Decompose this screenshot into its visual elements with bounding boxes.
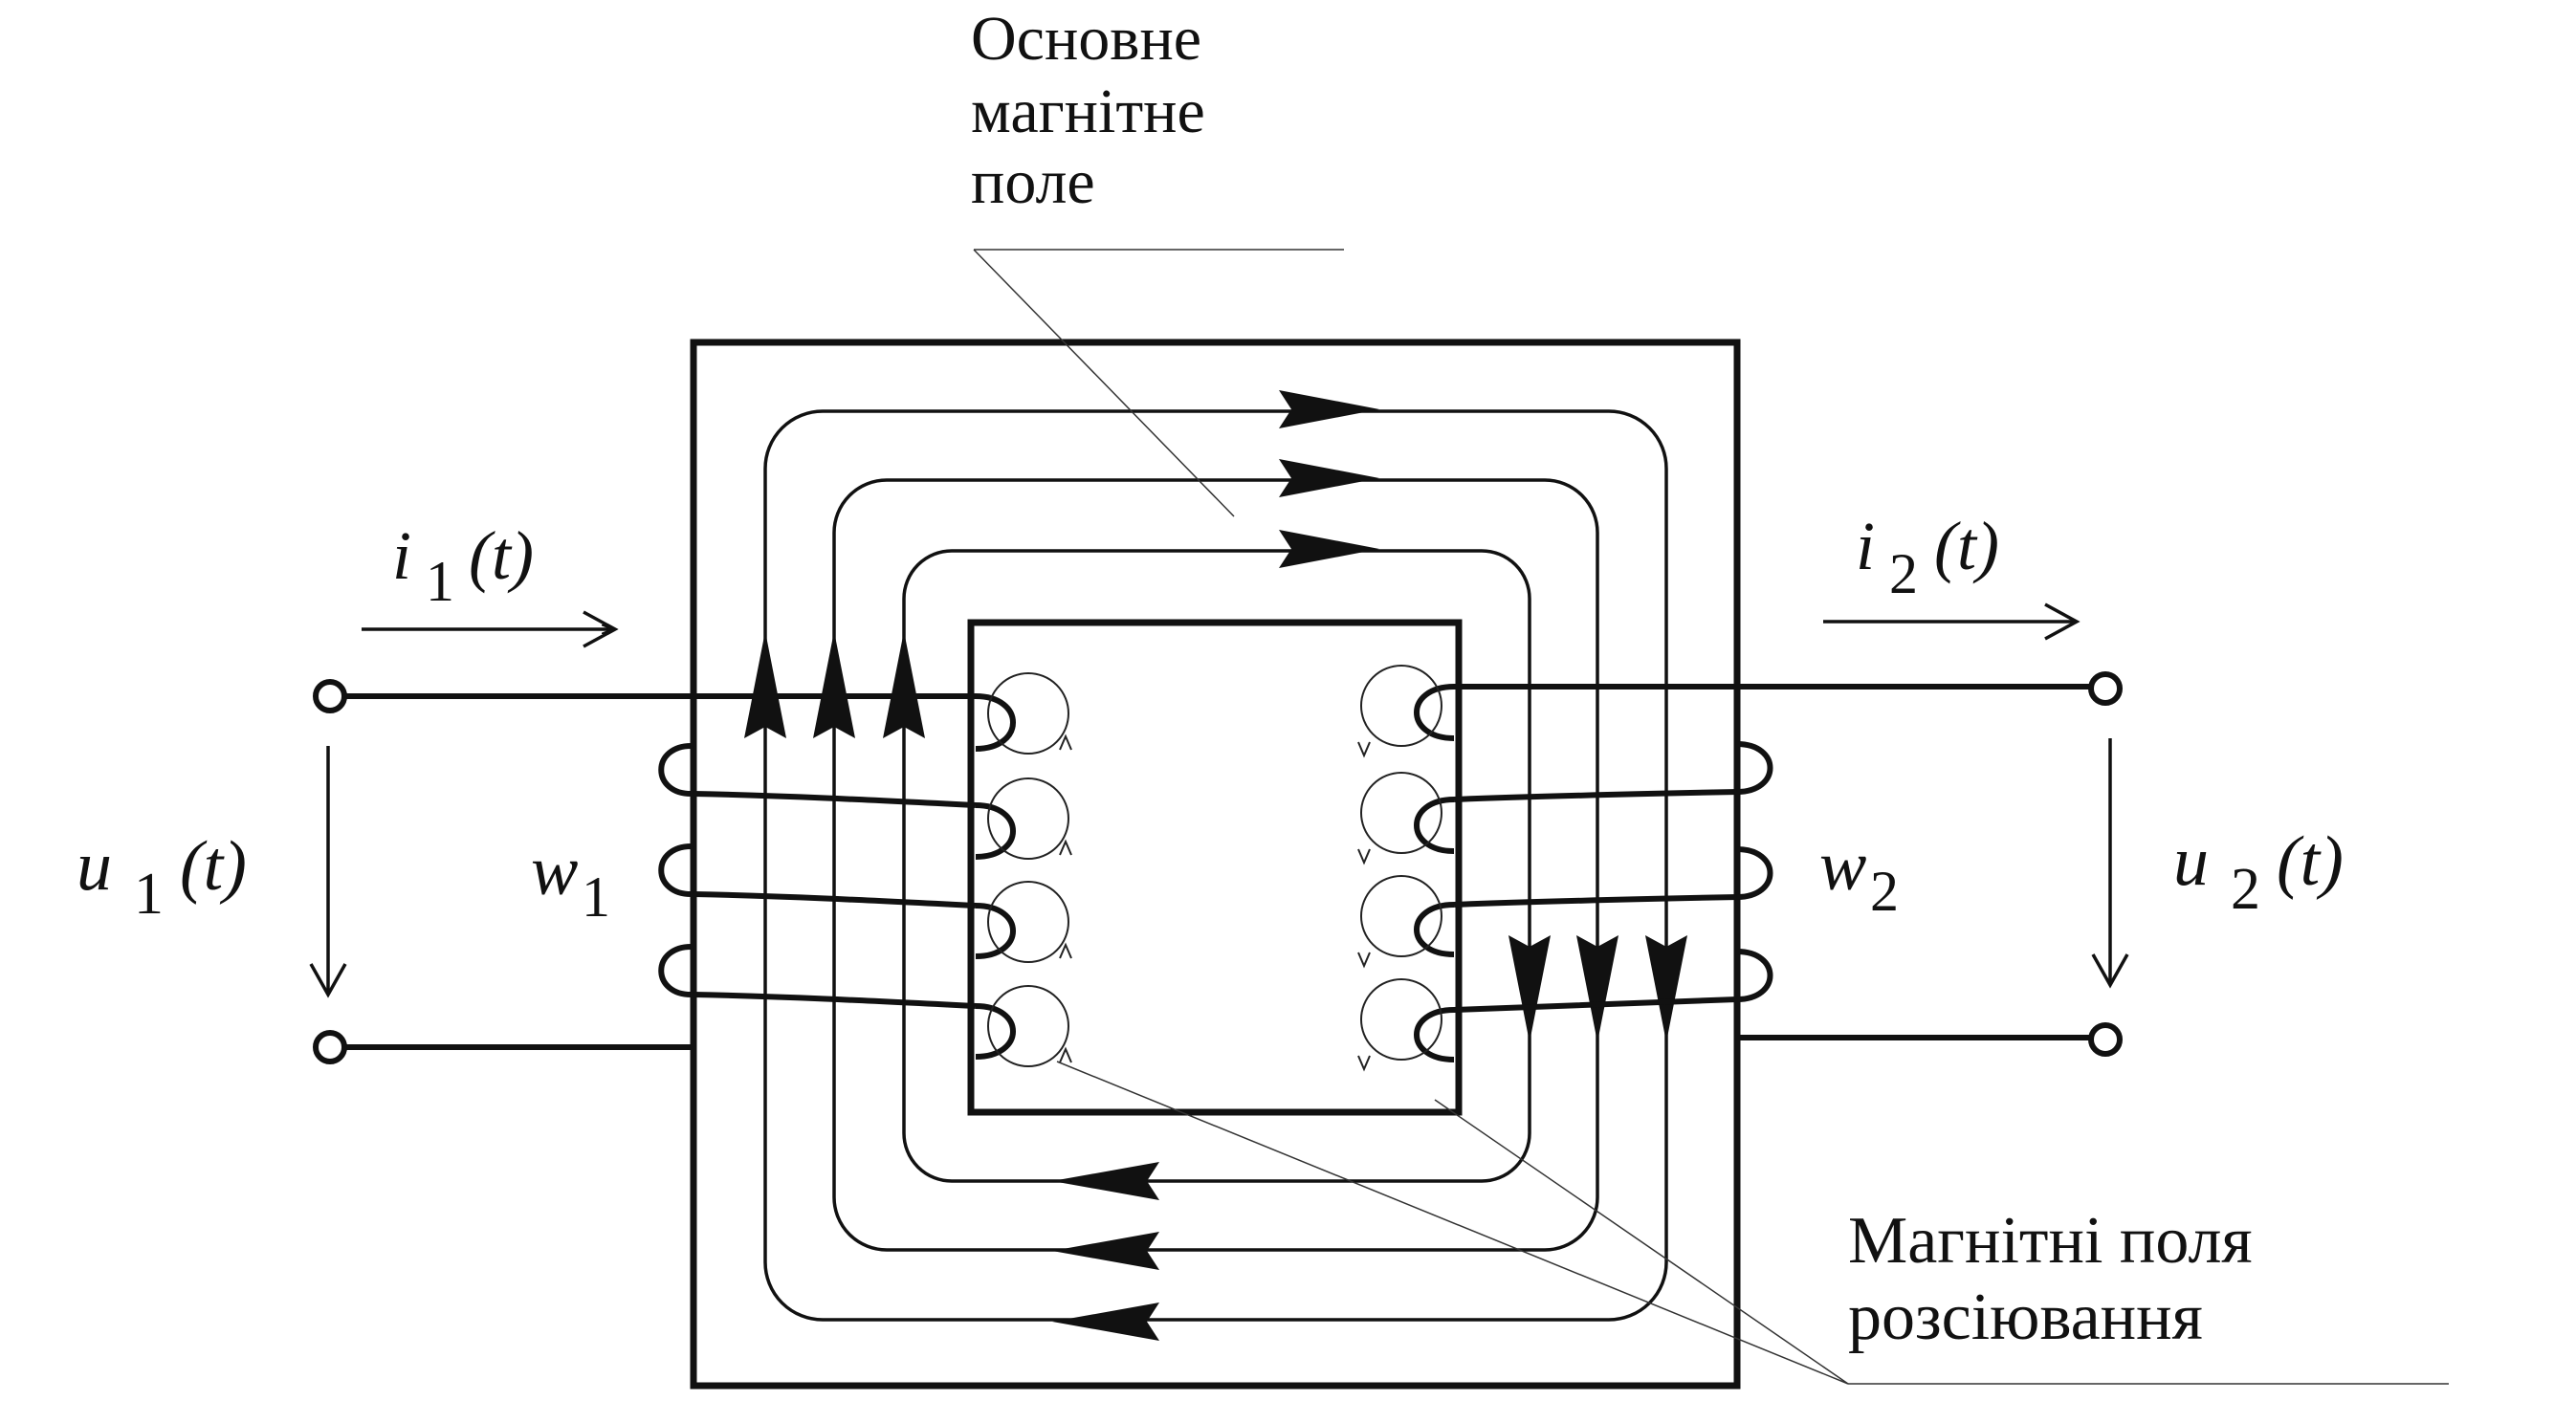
primary-terminal-bottom (313, 1030, 347, 1064)
flux-arrows (744, 390, 1687, 1341)
flux-arrow-right-1 (1508, 935, 1551, 1042)
flux-arrow-top-1 (1279, 390, 1379, 428)
secondary-voltage-label: u 2 (t) (2173, 822, 2344, 922)
primary-voltage-label: u 1 (t) (77, 827, 247, 927)
flux-arrow-right-3 (1645, 935, 1687, 1042)
svg-text:1: 1 (134, 862, 164, 927)
svg-text:i: i (392, 517, 411, 594)
svg-text:(t): (t) (1934, 508, 1999, 584)
main-flux-lines (763, 409, 1668, 1322)
flux-arrow-top-3 (1279, 530, 1379, 568)
svg-text:2: 2 (1870, 860, 1899, 923)
primary-current-label: i 1 (t) (392, 517, 534, 613)
svg-text:(t): (t) (469, 517, 534, 594)
main-field-label-line2: магнітне (971, 77, 1205, 146)
svg-text:(t): (t) (180, 827, 247, 906)
primary-winding (344, 693, 1016, 1060)
main-field-label-line1: Основне (971, 4, 1201, 74)
flux-arrow-left-2 (813, 631, 855, 738)
core-outer (690, 339, 1741, 1390)
svg-text:u: u (77, 827, 112, 906)
svg-text:i: i (1856, 508, 1875, 584)
flux-arrow-bottom-3 (1052, 1303, 1159, 1341)
flux-loop-inner (902, 549, 1531, 1183)
secondary-terminal-top (2088, 671, 2123, 706)
secondary-winding-label: w 2 (1819, 827, 1899, 923)
flux-loop-middle (832, 478, 1599, 1252)
flux-arrow-bottom-1 (1052, 1162, 1159, 1200)
svg-text:u: u (2173, 822, 2209, 901)
svg-text:2: 2 (2231, 857, 2260, 922)
secondary-leakage-flux (1357, 665, 1442, 1072)
main-field-label-line3: поле (971, 147, 1095, 217)
secondary-terminal-bottom (2088, 1022, 2123, 1057)
leakage-label-line1: Магнітні поля (1848, 1204, 2253, 1278)
primary-winding-label: w 1 (531, 832, 610, 929)
flux-arrow-bottom-2 (1052, 1232, 1159, 1270)
svg-text:1: 1 (582, 865, 610, 929)
svg-text:w: w (1819, 827, 1866, 906)
callout-leaders (973, 249, 2449, 1385)
svg-text:(t): (t) (2277, 822, 2344, 901)
flux-arrow-top-2 (1279, 459, 1379, 497)
primary-current-arrowhead (583, 610, 619, 648)
core-window (967, 619, 1463, 1116)
flux-arrow-left-1 (744, 631, 786, 738)
svg-text:1: 1 (426, 550, 454, 613)
primary-voltage-arrowhead (309, 963, 347, 998)
flux-arrow-left-3 (883, 631, 925, 738)
svg-text:2: 2 (1889, 542, 1918, 605)
secondary-winding (1414, 684, 2104, 1062)
leakage-label-line2: розсіювання (1848, 1281, 2203, 1354)
secondary-voltage-arrowhead (2091, 953, 2129, 989)
flux-arrow-right-2 (1576, 935, 1618, 1042)
primary-terminal-top (313, 679, 347, 713)
flux-loop-outer (763, 409, 1668, 1322)
secondary-current-arrowhead (2044, 602, 2081, 641)
primary-leakage-flux (987, 672, 1072, 1067)
svg-text:w: w (531, 832, 578, 910)
secondary-current-label: i 2 (t) (1856, 508, 1999, 605)
